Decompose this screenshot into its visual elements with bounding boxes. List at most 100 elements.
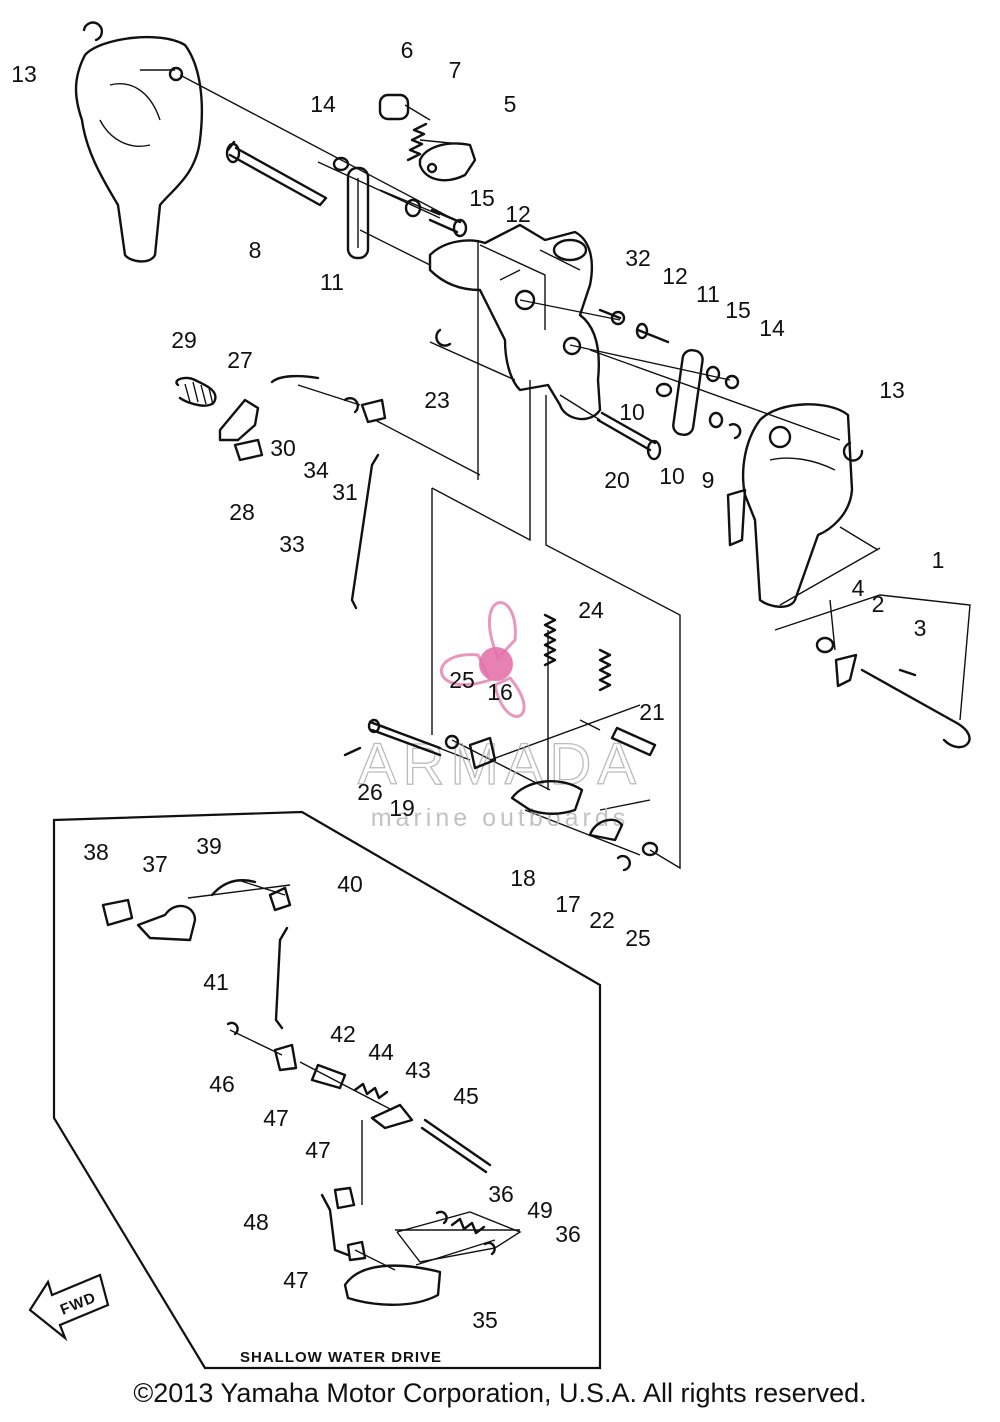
- callout-32: 32: [625, 245, 651, 271]
- callout-46: 46: [209, 1071, 235, 1097]
- callout-12: 12: [505, 201, 531, 227]
- spring-7: [406, 122, 428, 162]
- callout-7: 7: [449, 57, 462, 83]
- callout-28: 28: [229, 499, 255, 525]
- bolt-32: [598, 308, 622, 320]
- callout-47: 47: [263, 1105, 289, 1131]
- spring-30: [270, 374, 320, 384]
- callout-8: 8: [249, 237, 262, 263]
- spring-44: [353, 1082, 389, 1100]
- link-11b: [672, 348, 704, 437]
- bolt-20: [596, 411, 657, 452]
- callout-18: 18: [510, 865, 536, 891]
- rod-41: [274, 926, 289, 1030]
- rod-48: [320, 1193, 350, 1257]
- callout-42: 42: [330, 1021, 356, 1047]
- washer-14: [332, 156, 350, 172]
- clip-36a: [435, 1210, 448, 1225]
- callout-9: 9: [702, 467, 715, 493]
- fitting-47b: [333, 1186, 356, 1210]
- callout-14: 14: [759, 315, 785, 341]
- pin-26: [343, 746, 362, 757]
- collar-42: [310, 1063, 347, 1090]
- lever-5: [418, 142, 477, 182]
- right-bracket-cover: [741, 403, 854, 608]
- clip-36b: [483, 1241, 496, 1256]
- callout-20: 20: [604, 467, 630, 493]
- callout-2: 2: [872, 591, 885, 617]
- callout-1: 1: [932, 547, 945, 573]
- spring-24b: [598, 648, 612, 692]
- callout-37: 37: [142, 851, 168, 877]
- callout-10: 10: [619, 399, 645, 425]
- callout-40: 40: [337, 871, 363, 897]
- callout-13: 13: [11, 61, 37, 87]
- shaft-19: [368, 720, 442, 757]
- clip-9: [728, 423, 742, 440]
- callout-47: 47: [305, 1137, 331, 1163]
- spring-29: [175, 376, 217, 407]
- left-bracket-cover: [74, 35, 204, 263]
- callout-17: 17: [555, 891, 581, 917]
- bracket-2: [834, 653, 858, 688]
- callout-43: 43: [405, 1057, 431, 1083]
- callout-48: 48: [243, 1209, 269, 1235]
- copyright-notice: ©2013 Yamaha Motor Corporation, U.S.A. A…: [133, 1378, 867, 1408]
- callout-39: 39: [196, 833, 222, 859]
- cam-17: [588, 818, 624, 842]
- callout-25: 25: [449, 667, 475, 693]
- inset-label: SHALLOW WATER DRIVE: [240, 1349, 442, 1366]
- block-38: [101, 898, 134, 927]
- callout-23: 23: [424, 387, 450, 413]
- clip-34: [343, 397, 359, 414]
- callout-26: 26: [357, 779, 383, 805]
- callout-30: 30: [270, 435, 296, 461]
- callout-6: 6: [401, 37, 414, 63]
- clip-46: [226, 1021, 239, 1036]
- callout-38: 38: [83, 839, 109, 865]
- link-11: [346, 166, 370, 260]
- pin-12b: [636, 328, 670, 344]
- callout-4: 4: [852, 575, 865, 601]
- plate-18: [510, 779, 584, 815]
- callout-14: 14: [310, 91, 336, 117]
- rod-33: [350, 453, 380, 610]
- pin-3: [898, 668, 917, 677]
- fitting-47a: [273, 1043, 298, 1072]
- bracket-27: [218, 398, 260, 442]
- callout-44: 44: [368, 1039, 394, 1065]
- collar-4: [815, 636, 835, 654]
- fitting-47c: [346, 1240, 367, 1262]
- callout-11: 11: [320, 269, 344, 295]
- callout-19: 19: [389, 795, 415, 821]
- lever-43: [370, 1103, 414, 1130]
- callout-25: 25: [625, 925, 651, 951]
- callout-11: 11: [696, 281, 720, 307]
- clip-25: [444, 734, 460, 750]
- propeller-logo-icon: [439, 601, 526, 718]
- callout-34: 34: [303, 457, 329, 483]
- joint-40: [268, 886, 292, 912]
- callout-15: 15: [469, 185, 495, 211]
- collar-15: [404, 198, 422, 218]
- clip-13b-icon: [842, 441, 864, 462]
- clip-23: [435, 328, 452, 347]
- rod-1: [860, 668, 971, 749]
- callout-31: 31: [332, 479, 358, 505]
- sleeve-21: [610, 726, 657, 757]
- callout-29: 29: [171, 327, 197, 353]
- bolt-8: [226, 140, 328, 207]
- shaft-45: [420, 1118, 492, 1174]
- callout-35: 35: [472, 1307, 498, 1333]
- center-bracket: [428, 223, 602, 421]
- part-drawings: FWD: [28, 21, 971, 1342]
- fwd-arrow-icon: FWD: [28, 1273, 110, 1342]
- block-28: [233, 438, 264, 462]
- callout-10: 10: [659, 463, 685, 489]
- callout-27: 27: [227, 347, 253, 373]
- watermark-tagline: marine outboards: [371, 804, 630, 832]
- callout-3: 3: [914, 615, 927, 641]
- spring-24a: [543, 613, 557, 667]
